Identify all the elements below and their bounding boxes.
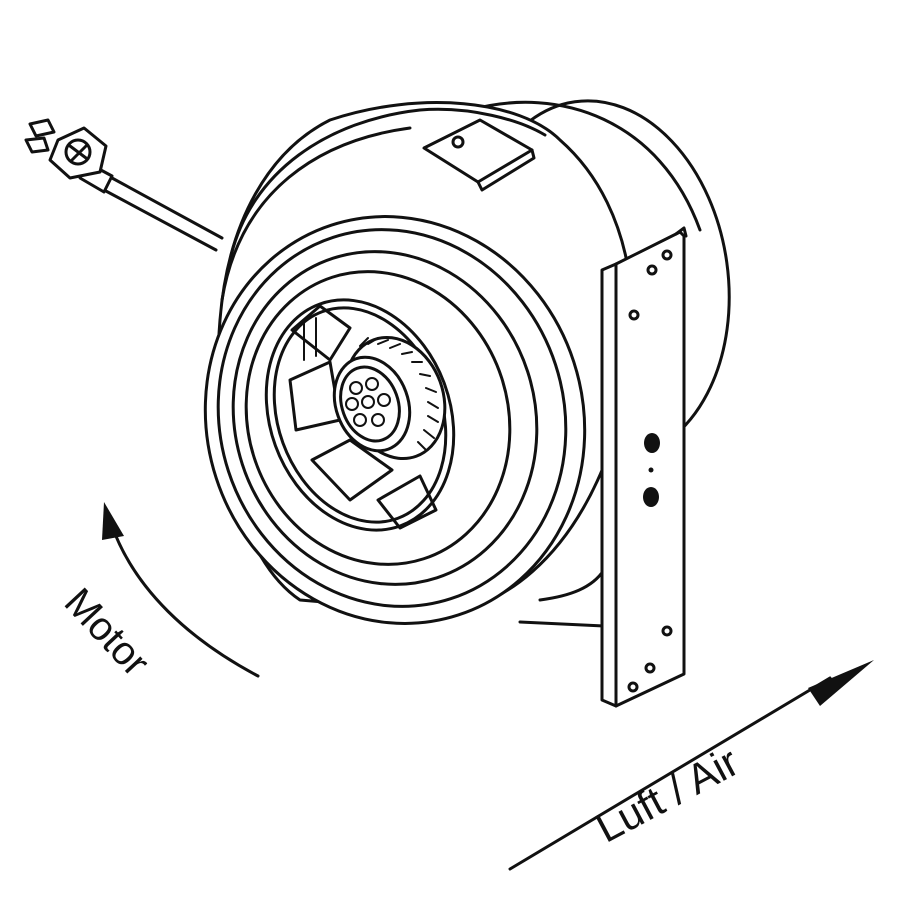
- power-plug-icon: [24, 118, 114, 194]
- bracket-support: [518, 568, 606, 628]
- motor-rotation-arrow: [102, 502, 260, 678]
- airflow-arrow: [508, 660, 874, 871]
- motor-hub: [332, 335, 447, 461]
- power-cord: [102, 176, 224, 252]
- mounting-bracket: [600, 226, 688, 708]
- motor-fins: [359, 337, 439, 451]
- top-clamp: [422, 118, 536, 192]
